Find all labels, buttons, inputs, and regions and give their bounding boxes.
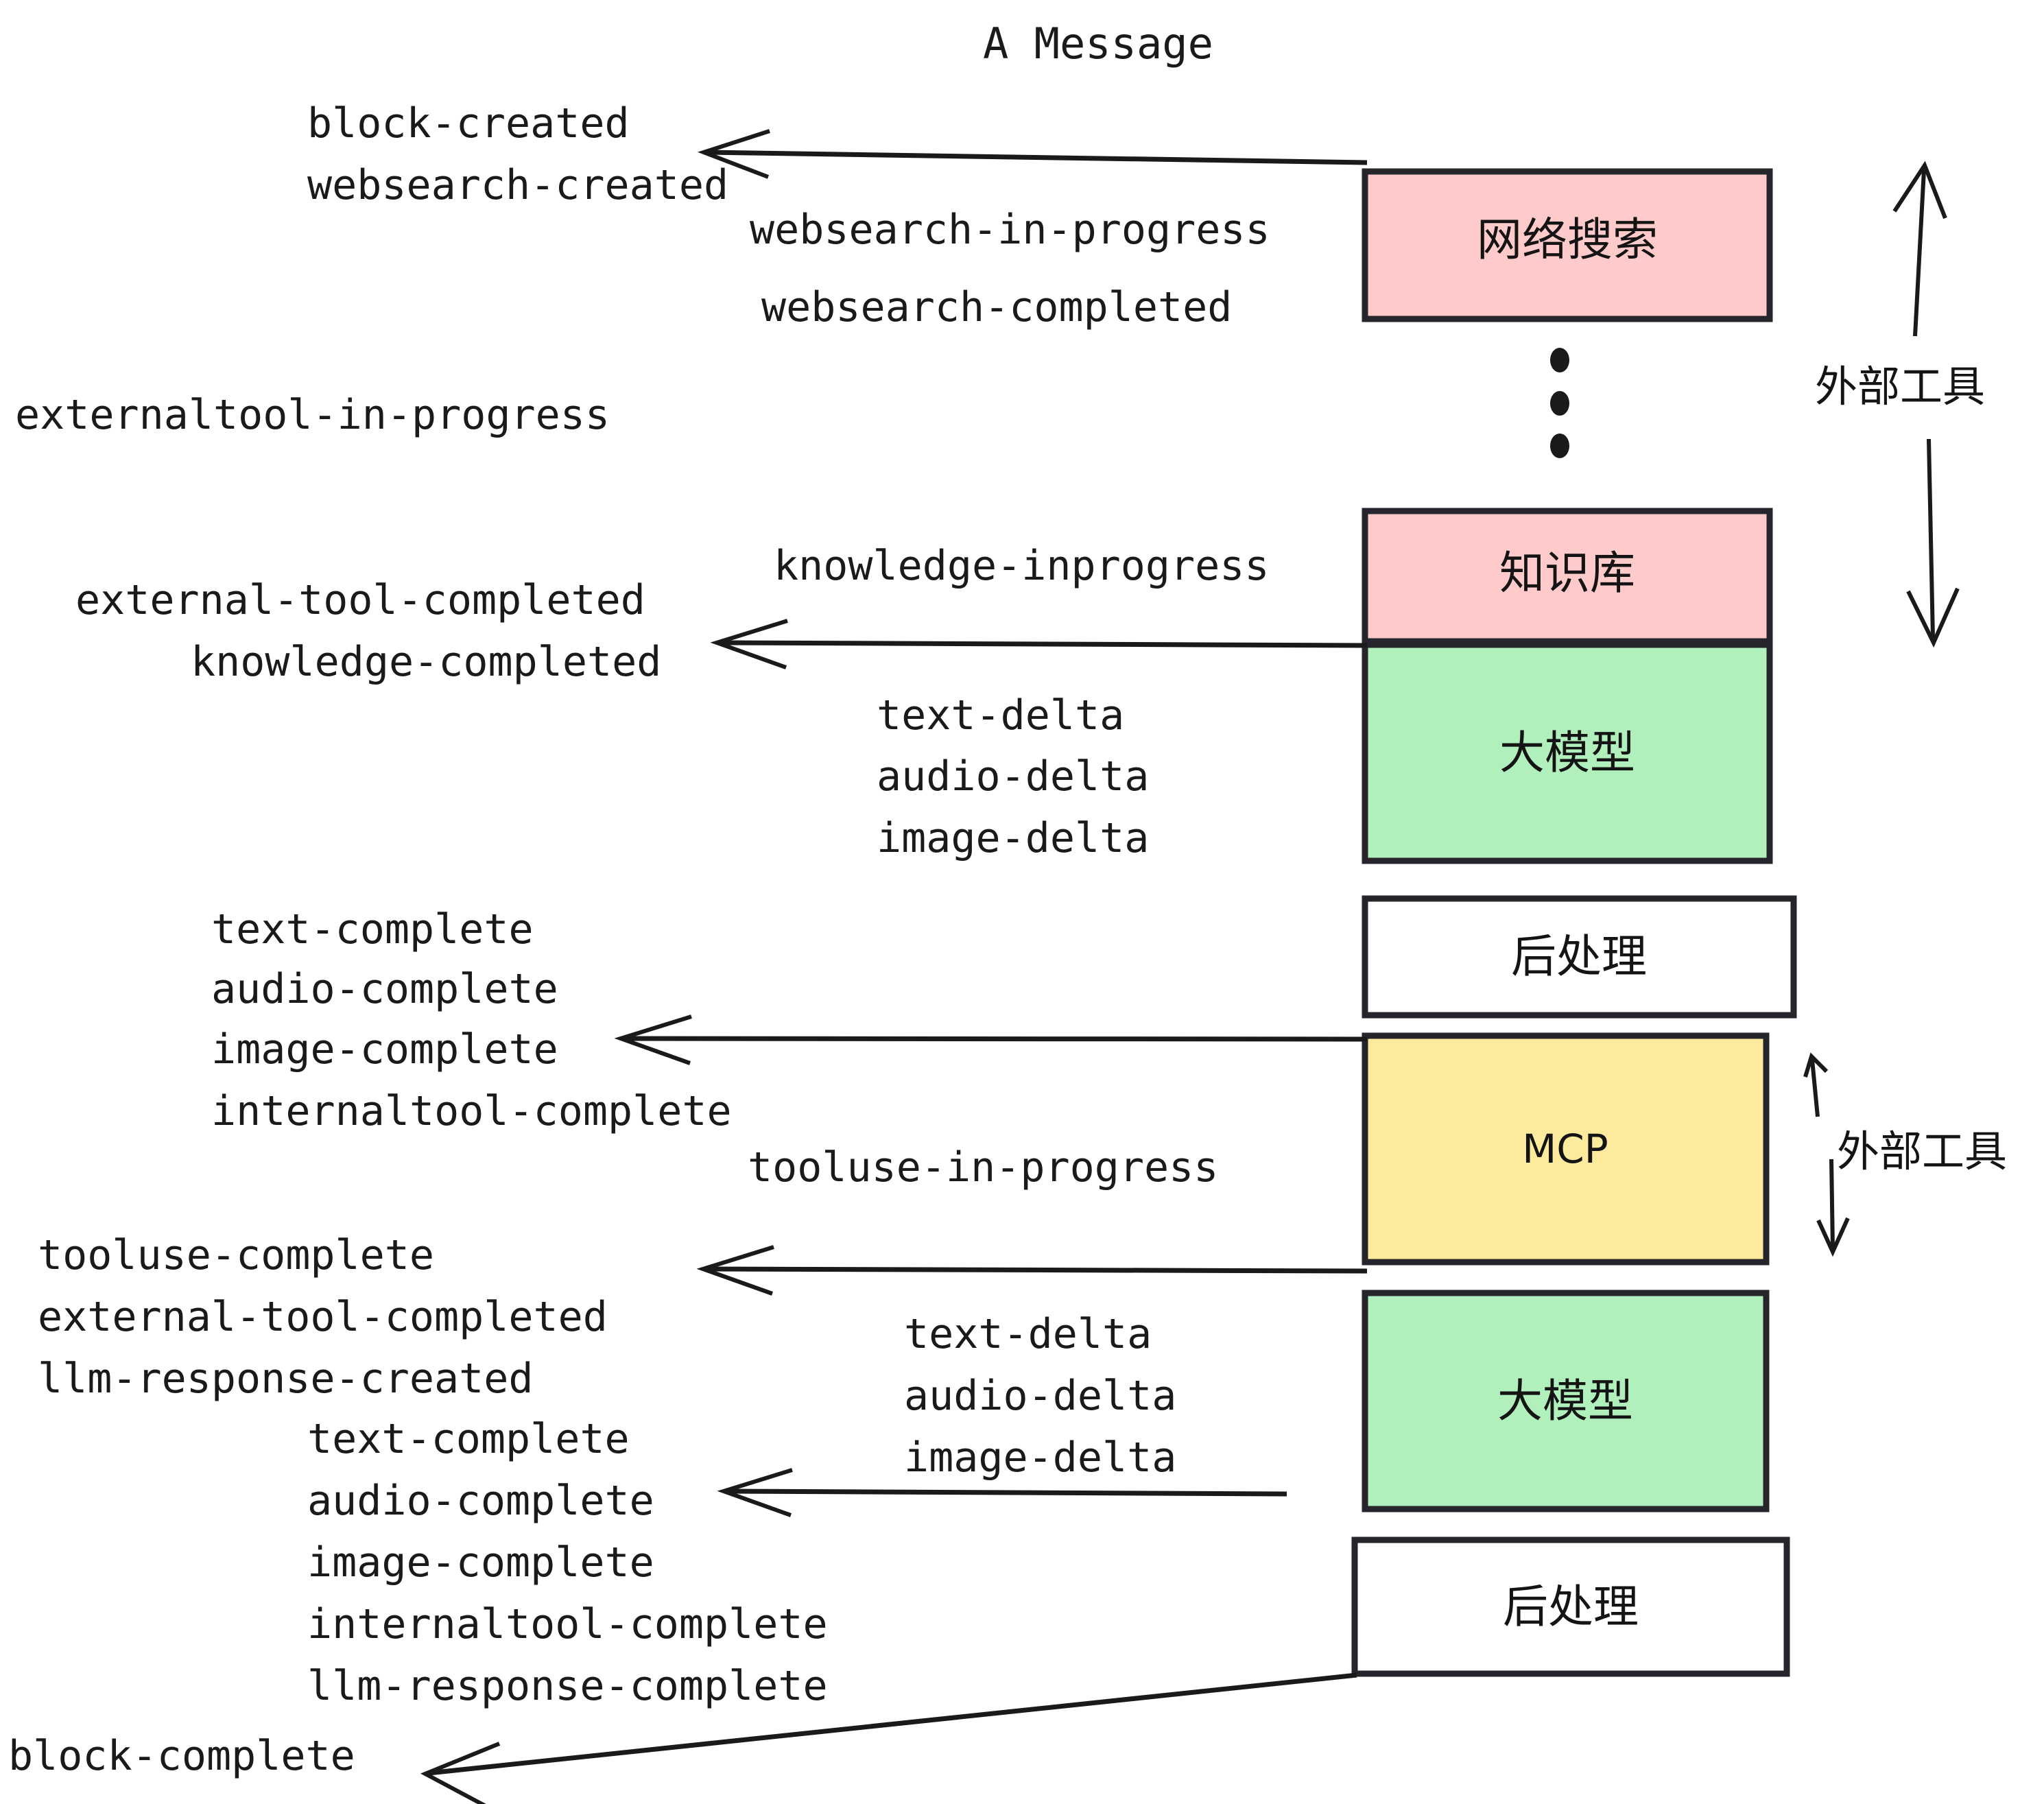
event-websearch-completed: websearch-completed bbox=[761, 283, 1232, 331]
box-mcp-label: MCP bbox=[1522, 1126, 1608, 1172]
event-knowledge-completed: knowledge-completed bbox=[191, 638, 661, 686]
box-knowledge[interactable]: 知识库 bbox=[1362, 508, 1773, 645]
box-knowledge-label: 知识库 bbox=[1499, 547, 1635, 600]
box-postprocess-2-label: 后处理 bbox=[1503, 1580, 1639, 1633]
event-tooluse-complete: tooluse-complete bbox=[38, 1231, 434, 1279]
event-llm-response-created: llm-response-created bbox=[38, 1355, 533, 1403]
vertical-ellipsis-icon bbox=[1550, 348, 1569, 458]
event-internaltool-complete-1: internaltool-complete bbox=[211, 1087, 732, 1135]
box-websearch-label: 网络搜索 bbox=[1477, 213, 1658, 266]
box-postprocess-1-label: 后处理 bbox=[1511, 930, 1647, 983]
box-knowledge-rect bbox=[1362, 508, 1773, 645]
external-tools-lower-annotation: 外部工具 bbox=[1803, 1052, 2007, 1257]
external-tools-upper-annotation: 外部工具 bbox=[1815, 161, 1985, 648]
external-tools-upper-label: 外部工具 bbox=[1815, 361, 1985, 412]
arrow-block-complete bbox=[420, 1672, 1357, 1804]
event-text-delta-1: text-delta bbox=[877, 691, 1124, 739]
box-llm-1-label: 大模型 bbox=[1499, 726, 1635, 779]
event-audio-complete-2: audio-complete bbox=[307, 1477, 654, 1525]
event-image-delta-1: image-delta bbox=[877, 814, 1149, 862]
box-mcp-rect bbox=[1362, 1032, 1770, 1266]
event-websearch-in-progress: websearch-in-progress bbox=[750, 206, 1270, 254]
event-audio-delta-1: audio-delta bbox=[877, 752, 1149, 800]
event-audio-delta-2: audio-delta bbox=[904, 1372, 1176, 1420]
event-text-delta-2: text-delta bbox=[904, 1310, 1152, 1358]
box-llm-1[interactable]: 大模型 bbox=[1362, 641, 1773, 864]
event-internaltool-complete-2: internaltool-complete bbox=[307, 1600, 828, 1648]
event-image-delta-2: image-delta bbox=[904, 1434, 1176, 1482]
event-tooluse-in-progress: tooluse-in-progress bbox=[748, 1143, 1218, 1191]
box-websearch[interactable]: 网络搜索 bbox=[1362, 168, 1773, 322]
box-postprocess-1-rect bbox=[1362, 895, 1797, 1019]
event-external-tool-completed: external-tool-completed bbox=[75, 576, 645, 624]
event-block-complete: block-complete bbox=[8, 1732, 355, 1780]
event-websearch-created: websearch-created bbox=[307, 161, 728, 209]
box-llm-1-rect bbox=[1362, 641, 1773, 864]
arrow-websearch-created bbox=[697, 129, 1368, 179]
box-postprocess-2[interactable]: 后处理 bbox=[1351, 1536, 1790, 1677]
box-postprocess-2-rect bbox=[1351, 1536, 1790, 1677]
event-knowledge-inprogress: knowledge-inprogress bbox=[774, 542, 1269, 590]
box-llm-2[interactable]: 大模型 bbox=[1362, 1290, 1770, 1512]
box-mcp[interactable]: MCP bbox=[1362, 1032, 1770, 1266]
external-tools-lower-label: 外部工具 bbox=[1837, 1126, 2007, 1176]
box-llm-2-label: 大模型 bbox=[1497, 1375, 1633, 1427]
event-llm-response-complete: llm-response-complete bbox=[307, 1662, 828, 1710]
box-postprocess-1[interactable]: 后处理 bbox=[1362, 895, 1797, 1019]
page-title: A Message bbox=[983, 19, 1213, 69]
event-text-complete-2: text-complete bbox=[307, 1415, 630, 1463]
event-audio-complete-1: audio-complete bbox=[211, 965, 558, 1013]
event-image-complete-1: image-complete bbox=[211, 1025, 558, 1073]
box-websearch-rect bbox=[1362, 168, 1773, 322]
arrow-tooluse-complete bbox=[696, 1245, 1368, 1296]
event-text-complete-1: text-complete bbox=[211, 905, 534, 953]
box-llm-2-rect bbox=[1362, 1290, 1770, 1512]
event-external-tool-completed-2: external-tool-completed bbox=[38, 1293, 608, 1341]
arrow-knowledge-completed bbox=[710, 619, 1368, 669]
event-image-complete-2: image-complete bbox=[307, 1539, 654, 1587]
arrow-audio-complete bbox=[717, 1468, 1287, 1517]
event-externaltool-in-progress: externaltool-in-progress bbox=[15, 391, 610, 439]
event-block-created: block-created bbox=[307, 99, 630, 147]
arrow-image-complete bbox=[614, 1014, 1368, 1065]
